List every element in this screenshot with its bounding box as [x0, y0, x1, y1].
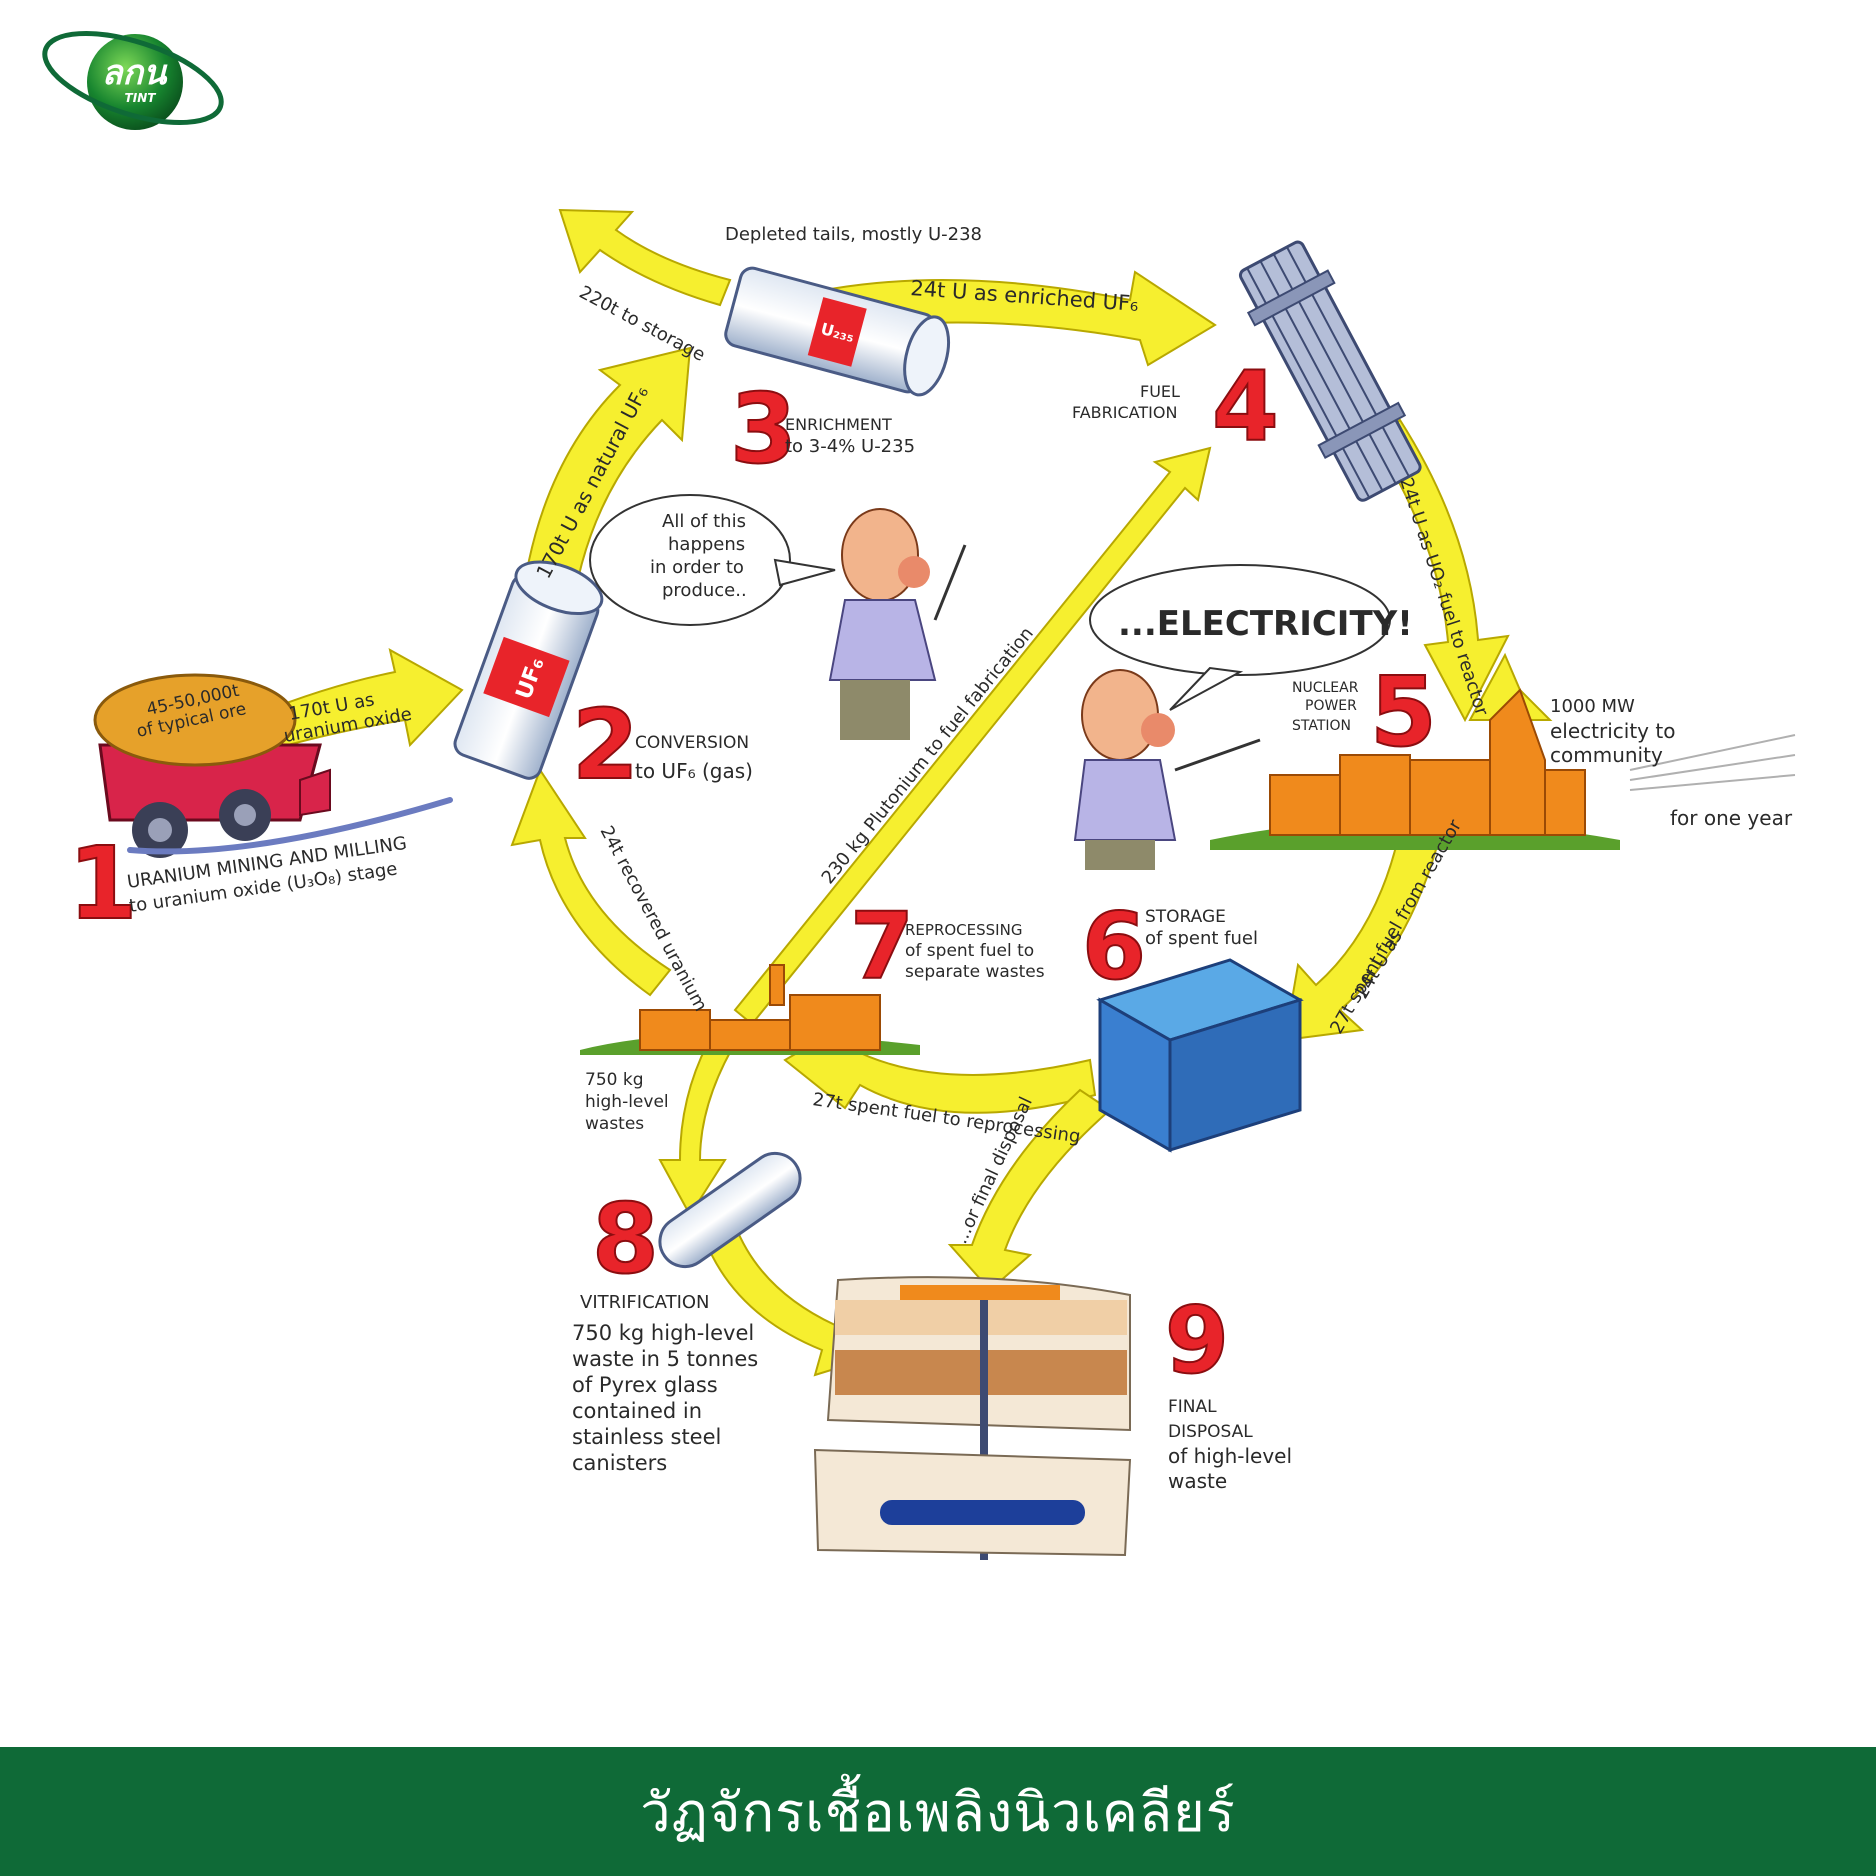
one-year-text: for one year [1670, 806, 1793, 830]
stage-8-line5: contained in [572, 1399, 702, 1423]
uf6-canister-illustration: UF₆ [453, 560, 604, 780]
stage-5-line1: NUCLEAR [1292, 680, 1359, 696]
stage-2-desc: to UF₆ (gas) [635, 759, 753, 783]
professor-figure-1 [828, 508, 967, 740]
geological-disposal-illustration [813, 1276, 1132, 1560]
stage-8-line6: stainless steel [572, 1425, 721, 1449]
mining-truck-illustration [93, 673, 453, 858]
arrow-to-vitrification [658, 1028, 742, 1217]
stage-9-line3: of high-level [1168, 1444, 1292, 1468]
stage-number-4: 4 [1212, 351, 1279, 463]
stage-number-7: 7 [850, 893, 914, 1000]
hlw-text-2: high-level [585, 1092, 669, 1112]
speech-bubble-1 [589, 494, 836, 626]
logo-text: ลกน [102, 53, 168, 93]
stage-8-line3: waste in 5 tonnes [572, 1347, 758, 1371]
stage-number-1: 1 [68, 825, 138, 942]
power-station-illustration [1210, 688, 1796, 850]
arrow-plutonium [733, 446, 1212, 1026]
stage-8-line4: of Pyrex glass [572, 1373, 718, 1397]
fuel-bundle-illustration [1238, 240, 1422, 502]
bubble1-line4: produce.. [662, 580, 747, 601]
speech-bubble-2 [1089, 564, 1391, 711]
bubble2-text: ...ELECTRICITY! [1118, 604, 1413, 644]
stage-3-desc: to 3-4% U-235 [785, 436, 915, 457]
stage-6-title: STORAGE [1145, 907, 1226, 927]
stage-7-title: REPROCESSING [905, 921, 1022, 939]
logo-subtext: TINT [125, 91, 157, 105]
stage-9-line2: DISPOSAL [1168, 1422, 1253, 1442]
stage-8-line2: 750 kg high-level [572, 1321, 754, 1345]
stage-9-line1: FINAL [1168, 1397, 1217, 1417]
stage-5-line2: POWER [1305, 698, 1357, 714]
arrow-final-disposal [947, 1088, 1112, 1292]
electricity-text-2: electricity to [1550, 719, 1675, 743]
arrow-to-storage [558, 208, 732, 307]
stage-5-line3: STATION [1292, 718, 1351, 734]
stage-3-title: ENRICHMENT [785, 415, 892, 434]
stage-4-desc: FABRICATION [1072, 403, 1177, 422]
stage-9-line4: waste [1168, 1469, 1227, 1493]
stage-7-desc1: of spent fuel to [905, 941, 1034, 961]
bubble1-line1: All of this [662, 511, 746, 532]
stage-8-line7: canisters [572, 1451, 667, 1475]
flow-arrows [253, 208, 1553, 1377]
stage-number-6: 6 [1082, 893, 1146, 1000]
tint-logo: ลกน TINT [42, 30, 224, 130]
professor-figure-2 [1073, 669, 1261, 870]
hlw-text-1: 750 kg [585, 1070, 644, 1090]
arrow-oxide-to-conversion [253, 648, 464, 754]
vitrification-canister-illustration [658, 1151, 802, 1269]
stage-number-5: 5 [1370, 656, 1437, 768]
stage-6-desc: of spent fuel [1145, 928, 1258, 949]
hlw-text-3: wastes [585, 1114, 644, 1134]
enrichment-canister-illustration: U₂₃₅ [724, 266, 951, 397]
stage-8-title: VITRIFICATION [580, 1292, 710, 1313]
arrow-natural-uf6 [518, 346, 692, 627]
footer-banner: วัฏจักรเชื้อเพลิงนิวเคลียร์ [0, 1747, 1876, 1876]
stage-number-2: 2 [572, 689, 639, 801]
electricity-text-1: 1000 MW [1550, 696, 1635, 717]
stage-number-9: 9 [1165, 1287, 1229, 1394]
stage-2-title: CONVERSION [635, 733, 749, 753]
stage-number-8: 8 [592, 1183, 659, 1295]
arrow-spent-from-reactor [1283, 828, 1442, 1042]
reprocessing-plant-illustration [580, 964, 920, 1055]
stage-4-title: FUEL [1140, 382, 1180, 401]
footer-title: วัฏจักรเชื้อเพลิงนิวเคลียร์ [640, 1780, 1236, 1844]
electricity-text-3: community [1550, 743, 1663, 767]
bubble1-line2: happens [668, 534, 745, 555]
arrow-uo2-fuel [1373, 418, 1510, 723]
bubble1-line3: in order to [650, 557, 744, 578]
storage-pool-illustration [1096, 958, 1304, 1153]
stage-number-3: 3 [730, 373, 797, 485]
stage-7-desc2: separate wastes [905, 962, 1045, 982]
depleted-tails-label: Depleted tails, mostly U-238 [725, 224, 982, 245]
